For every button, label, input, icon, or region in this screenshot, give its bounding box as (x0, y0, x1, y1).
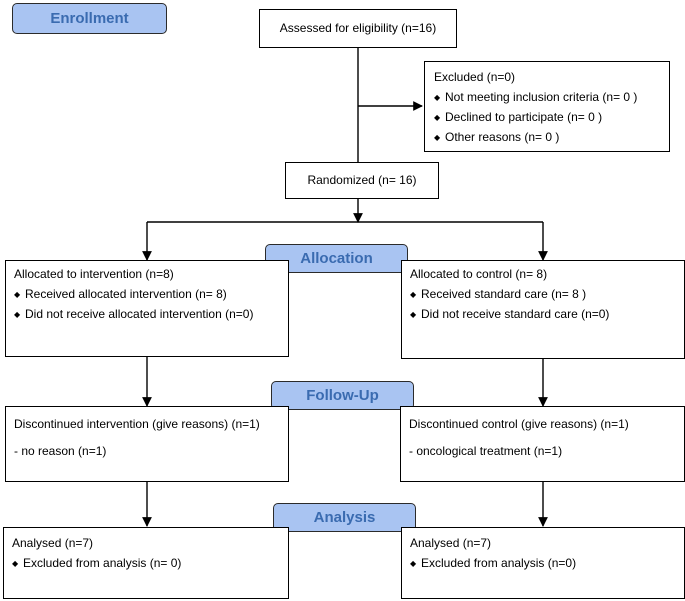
excluded-item: ◆ Other reasons (n= 0 ) (434, 130, 560, 144)
control-followup-title: Discontinued control (give reasons) (n=1… (409, 417, 629, 431)
control-allocation-box: Allocated to control (n= 8) ◆ Received s… (401, 260, 685, 359)
intervention-followup-box: Discontinued intervention (give reasons)… (5, 406, 289, 482)
control-followup-reason: - oncological treatment (n=1) (409, 444, 563, 458)
control-analysis-item: ◆ Excluded from analysis (n=0) (410, 556, 577, 570)
bullet-diamond-icon: ◆ (410, 310, 417, 319)
randomized-label: Randomized (n= 16) (307, 173, 417, 187)
intervention-analysis-title: Analysed (n=7) (12, 536, 94, 550)
phase-analysis: Analysis (273, 503, 416, 532)
bullet-diamond-icon: ◆ (410, 559, 417, 568)
intervention-allocation-item: ◆ Did not receive allocated intervention… (14, 307, 254, 321)
intervention-allocation-box: Allocated to intervention (n=8) ◆ Receiv… (5, 260, 289, 357)
control-allocation-item: ◆ Received standard care (n= 8 ) (410, 287, 587, 301)
intervention-analysis-box: Analysed (n=7) ◆ Excluded from analysis … (3, 527, 289, 599)
bullet-diamond-icon: ◆ (434, 113, 441, 122)
intervention-followup-title: Discontinued intervention (give reasons)… (14, 417, 260, 431)
intervention-allocation-item: ◆ Received allocated intervention (n= 8) (14, 287, 227, 301)
intervention-analysis-item: ◆ Excluded from analysis (n= 0) (12, 556, 182, 570)
bullet-diamond-icon: ◆ (434, 93, 441, 102)
bullet-diamond-icon: ◆ (434, 133, 441, 142)
assessed-box: Assessed for eligibility (n=16) (259, 9, 457, 48)
control-allocation-item: ◆ Did not receive standard care (n=0) (410, 307, 610, 321)
bullet-diamond-icon: ◆ (14, 290, 21, 299)
control-followup-box: Discontinued control (give reasons) (n=1… (400, 406, 685, 482)
excluded-box: Excluded (n=0) ◆ Not meeting inclusion c… (424, 61, 670, 152)
control-analysis-box: Analysed (n=7) ◆ Excluded from analysis … (401, 527, 685, 599)
bullet-diamond-icon: ◆ (14, 310, 21, 319)
excluded-item: ◆ Not meeting inclusion criteria (n= 0 ) (434, 90, 638, 104)
phase-followup: Follow-Up (271, 381, 414, 410)
control-analysis-title: Analysed (n=7) (410, 536, 492, 550)
phase-allocation: Allocation (265, 244, 408, 273)
bullet-diamond-icon: ◆ (12, 559, 19, 568)
excluded-item: ◆ Declined to participate (n= 0 ) (434, 110, 603, 124)
excluded-title: Excluded (n=0) (434, 70, 516, 84)
intervention-followup-reason: - no reason (n=1) (14, 444, 107, 458)
phase-enrollment: Enrollment (12, 3, 167, 34)
randomized-box: Randomized (n= 16) (285, 162, 439, 199)
control-allocation-title: Allocated to control (n= 8) (410, 267, 548, 281)
assessed-label: Assessed for eligibility (n=16) (279, 21, 437, 35)
intervention-allocation-title: Allocated to intervention (n=8) (14, 267, 174, 281)
bullet-diamond-icon: ◆ (410, 290, 417, 299)
